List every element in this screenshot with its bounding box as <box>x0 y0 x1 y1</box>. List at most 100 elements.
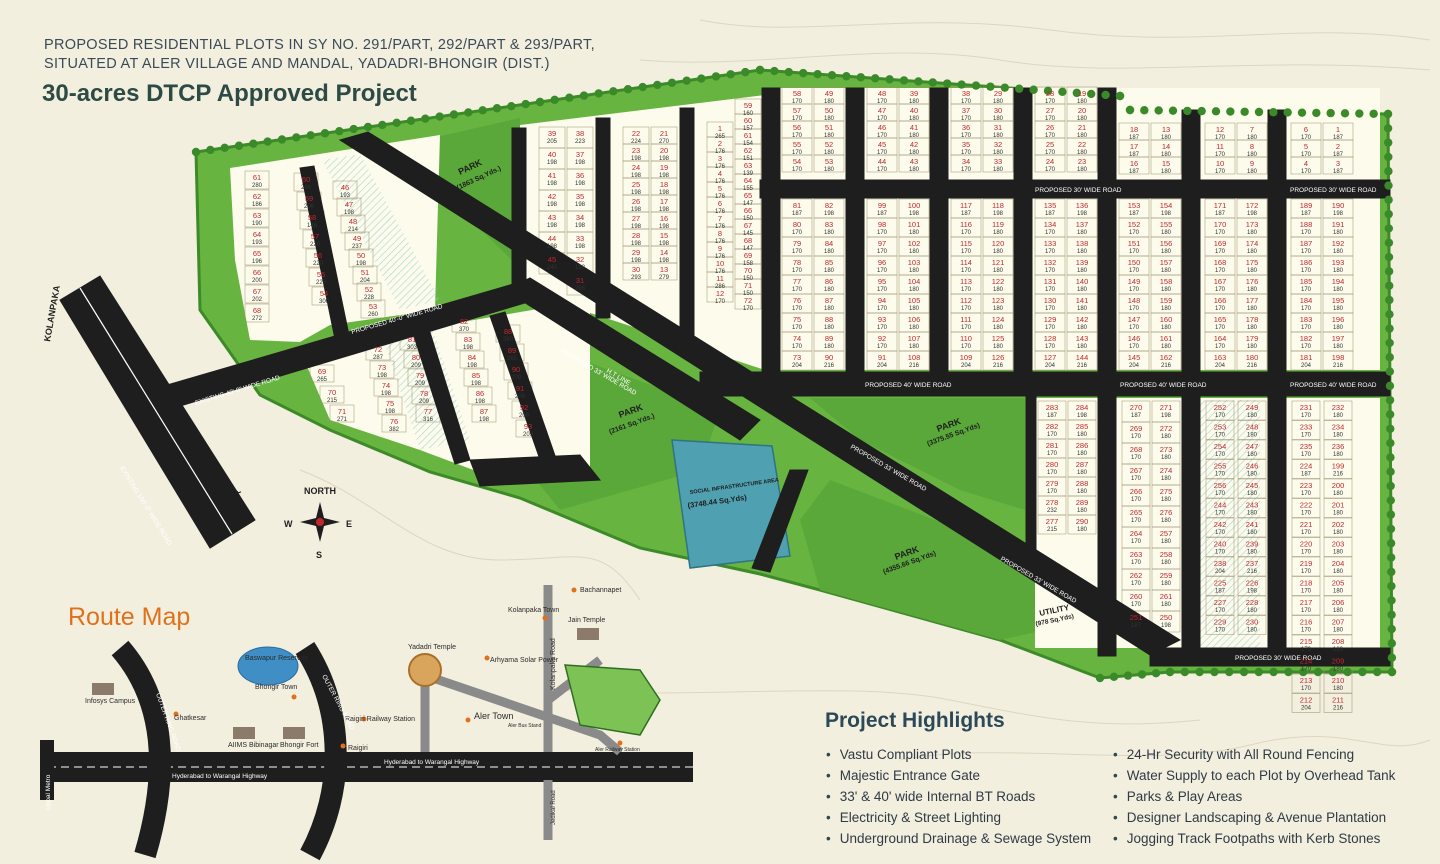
plot-number: 283 <box>1046 403 1059 412</box>
plot-area: 287 <box>373 355 384 361</box>
plot-cell <box>463 368 489 387</box>
tree-icon <box>943 79 952 88</box>
plot-number: 92 <box>878 334 886 343</box>
plot-area: 158 <box>743 261 754 267</box>
plot-number: 78 <box>420 389 428 398</box>
plot-number: 114 <box>960 258 972 267</box>
plot-number: 49 <box>353 234 361 243</box>
plot-number: 46 <box>878 123 886 132</box>
plot-area: 270 <box>659 139 670 145</box>
road-v10 <box>1267 395 1287 657</box>
plot-number: 57 <box>793 106 801 115</box>
plot-number: 25 <box>1046 140 1054 149</box>
plot-number: 81 <box>408 335 416 344</box>
plot-number: 94 <box>878 296 886 305</box>
plot-cell <box>1323 615 1353 635</box>
tree-icon <box>1373 667 1382 677</box>
compass-north: NORTH <box>304 486 336 496</box>
plot-cell <box>1205 615 1235 635</box>
plot-number: 122 <box>992 277 1005 286</box>
tree-icon <box>957 80 966 89</box>
plot-area: 180 <box>1333 628 1344 634</box>
plot-number: 214 <box>1300 657 1313 666</box>
plot-area: 198 <box>659 190 670 196</box>
plot-area: 198 <box>575 160 586 166</box>
tree-icon <box>1384 152 1393 162</box>
plot-area: 170 <box>1301 249 1312 255</box>
plot-area: 170 <box>877 133 888 139</box>
plot-area: 180 <box>1161 560 1172 566</box>
plot-area: 180 <box>1161 325 1172 331</box>
plot-area: 170 <box>877 306 888 312</box>
plot-area: 180 <box>1333 344 1344 350</box>
plot-cell <box>1323 693 1353 713</box>
plot-number: 8 <box>718 229 722 238</box>
plot-number: 244 <box>1214 501 1227 510</box>
tree-icon <box>667 78 677 88</box>
rt-raigiri: Raigiri <box>348 745 368 752</box>
plot-cell <box>1323 556 1353 577</box>
tree-icon <box>277 135 287 144</box>
plot-number: 255 <box>1214 462 1227 471</box>
plot-area: 180 <box>1333 287 1344 293</box>
plot-cell <box>1205 537 1235 557</box>
plot-number: 22 <box>632 129 640 138</box>
plot-number: 123 <box>992 296 1005 305</box>
plot-area: 170 <box>792 325 803 331</box>
plot-area: 204 <box>1301 706 1312 712</box>
plot-area: 198 <box>479 417 490 423</box>
plot-area: 170 <box>1045 230 1056 236</box>
plot-number: 100 <box>908 201 921 210</box>
plot-area: 198 <box>575 244 586 250</box>
tree-icon <box>755 65 765 75</box>
plot-cell <box>1237 517 1267 538</box>
tree-icon <box>378 120 387 130</box>
plot-area: 180 <box>993 230 1004 236</box>
plot-cell <box>244 189 270 209</box>
plot-number: 150 <box>1128 258 1141 267</box>
plot-number: 179 <box>1246 334 1259 343</box>
rt-jain-temple: Jain Temple <box>568 617 605 624</box>
plot-area: 204 <box>961 363 972 369</box>
plot-number: 260 <box>1130 592 1143 601</box>
plot-number: 52 <box>825 140 833 149</box>
plot-cell <box>1291 420 1321 440</box>
plot-area: 170 <box>877 99 888 105</box>
plot-number: 76 <box>390 417 398 426</box>
plot-number: 19 <box>660 163 668 172</box>
plot-number: 224 <box>1300 462 1313 471</box>
plot-number: 196 <box>1332 315 1345 324</box>
plot-number: 32 <box>576 255 584 264</box>
tree-icon <box>1386 481 1395 491</box>
plot-number: 115 <box>960 239 972 248</box>
plot-area: 360 <box>503 337 514 343</box>
plot-cell <box>1205 498 1235 518</box>
road-w1 <box>299 165 351 345</box>
plot-area: 196 <box>252 259 263 265</box>
plot-area: 266 <box>301 185 312 191</box>
tree-icon <box>885 75 894 84</box>
plot-number: 112 <box>960 296 972 305</box>
plot-cell <box>1290 156 1322 175</box>
